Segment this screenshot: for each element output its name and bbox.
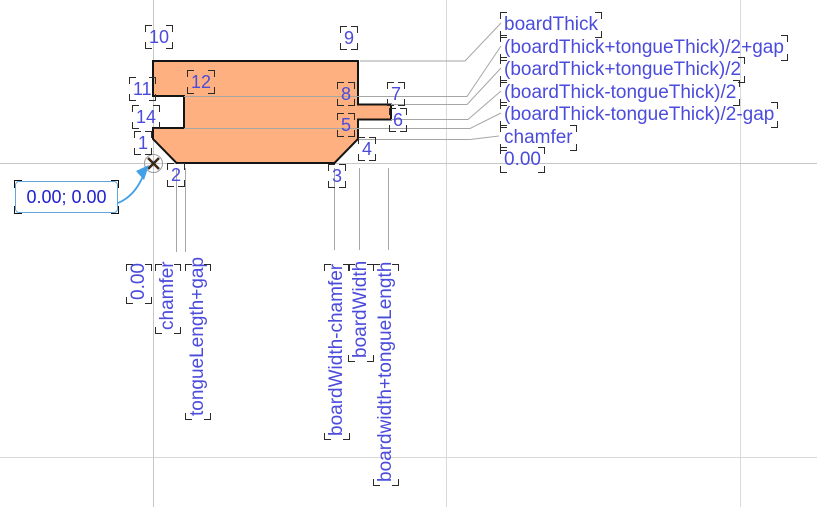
coordinate-tooltip-text: 0.00; 0.00 <box>26 187 107 207</box>
dimension-label-boardthick-plus-half[interactable]: (boardThick+tongueThick)/2 <box>500 57 746 83</box>
vertex-label-5[interactable]: 5 <box>337 113 356 137</box>
dimension-text: boardWidth-chamfer <box>326 263 347 436</box>
leader-lines <box>184 22 502 140</box>
dimension-text: boardThick <box>504 14 598 35</box>
vertex-number: 6 <box>393 110 404 130</box>
vertex-label-10[interactable]: 10 <box>145 25 174 49</box>
vertex-number: 14 <box>136 107 157 127</box>
vertex-number: 5 <box>341 115 352 135</box>
dimension-text: boardWidth <box>350 260 371 358</box>
dimension-text: (boardThick-tongueThick)/2-gap <box>504 104 775 125</box>
leader-boardthick <box>360 22 502 62</box>
vertex-number: 7 <box>391 84 402 104</box>
coordinate-tooltip: 0.00; 0.00 <box>14 180 119 213</box>
leader-groove-bottom <box>184 112 502 129</box>
dimension-label-boardthick-minus-half[interactable]: (boardThick-tongueThick)/2 <box>500 80 741 106</box>
origin-circle-icon <box>144 154 163 173</box>
dimension-label-chamfer-right[interactable]: chamfer <box>500 125 577 151</box>
dimension-text: chamfer <box>157 261 178 330</box>
vertex-number: 2 <box>171 165 182 185</box>
vertex-label-3[interactable]: 3 <box>328 164 347 188</box>
dimension-label-boardthick-plus-gap[interactable]: (boardThick+tongueThick)/2+gap <box>500 35 788 61</box>
dimension-text: 0.00 <box>128 263 149 300</box>
vertex-number: 3 <box>332 166 343 186</box>
vertex-number: 9 <box>344 28 355 48</box>
dimension-label-boardwidth-chamfer[interactable]: boardWidth-chamfer <box>324 264 350 440</box>
dimension-text: chamfer <box>504 127 573 148</box>
vertex-label-1[interactable]: 1 <box>134 131 153 155</box>
leader-tongue-top <box>391 67 502 105</box>
vertex-number: 11 <box>133 79 152 99</box>
dimension-text: boardwidth+tongueLength <box>375 261 396 482</box>
dimension-text: tongueLength+gap <box>187 256 208 416</box>
vertex-number: 1 <box>138 133 149 153</box>
vertex-label-4[interactable]: 4 <box>358 137 377 161</box>
dimension-label-boardwidth[interactable]: boardWidth <box>348 260 374 362</box>
vertex-label-11[interactable]: 11 <box>129 77 156 101</box>
dimension-label-boardthick[interactable]: boardThick <box>500 12 602 38</box>
dimension-label-tonguelength-gap[interactable]: tongueLength+gap <box>185 257 211 420</box>
dimension-text: (boardThick+tongueThick)/2+gap <box>504 37 784 58</box>
dimension-label-chamfer-bottom[interactable]: chamfer <box>155 261 181 334</box>
leader-tongue-bottom <box>391 90 502 120</box>
vertex-number: 12 <box>191 72 212 92</box>
leader-chamfer <box>358 135 500 140</box>
dimension-text: (boardThick+tongueThick)/2 <box>504 59 742 80</box>
extension-lines <box>176 168 389 252</box>
tooltip-arrow-shaft <box>117 175 144 204</box>
vertex-label-14[interactable]: 14 <box>132 105 161 129</box>
origin-marker[interactable] <box>144 154 163 173</box>
dimension-text: 0.00 <box>504 149 541 170</box>
tooltip-arrow-head <box>136 165 149 180</box>
dimension-label-zero-right[interactable]: 0.00 <box>500 147 545 173</box>
origin-cross-icon <box>147 157 160 170</box>
vertex-label-6[interactable]: 6 <box>389 108 408 132</box>
vertex-number: 8 <box>341 84 352 104</box>
vertex-label-9[interactable]: 9 <box>340 26 359 50</box>
vertex-number: 10 <box>149 27 170 47</box>
vertex-label-7[interactable]: 7 <box>387 82 406 106</box>
vertex-label-2[interactable]: 2 <box>167 163 186 187</box>
vertex-label-12[interactable]: 12 <box>187 70 216 94</box>
tooltip-arrow-icon <box>117 165 149 204</box>
dimension-label-zero-bottom[interactable]: 0.00 <box>126 263 152 304</box>
dimension-label-boardthick-minus-gap[interactable]: (boardThick-tongueThick)/2-gap <box>500 102 779 128</box>
leader-groove-top <box>184 45 502 97</box>
vertex-label-8[interactable]: 8 <box>337 82 356 106</box>
dimension-text: (boardThick-tongueThick)/2 <box>504 82 737 103</box>
dimension-label-boardwidth-tonguelength[interactable]: boardwidth+tongueLength <box>373 261 399 486</box>
vertex-number: 4 <box>362 139 373 159</box>
